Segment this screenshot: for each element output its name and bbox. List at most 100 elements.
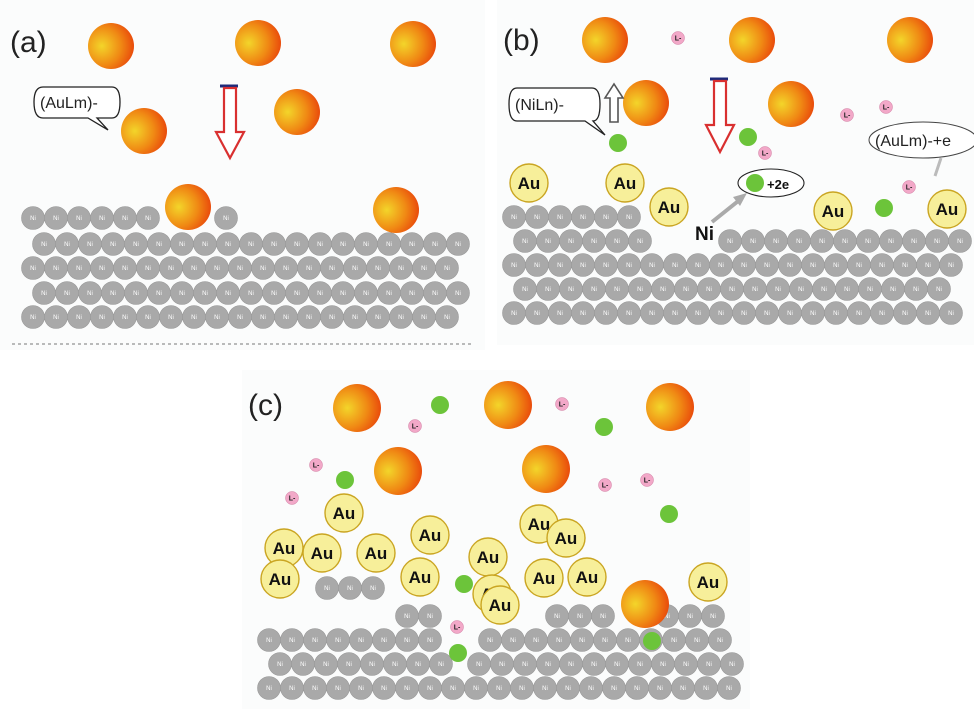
svg-text:Ni: Ni <box>695 263 701 269</box>
gold-complexes <box>88 20 436 233</box>
svg-text:Ni: Ni <box>375 315 381 321</box>
svg-text:Ni: Ni <box>358 638 364 644</box>
svg-text:Ni: Ni <box>179 291 185 297</box>
svg-text:Ni: Ni <box>133 291 139 297</box>
svg-text:Ni: Ni <box>902 311 908 317</box>
nickel-atom: Ni <box>881 277 905 301</box>
nickel-atom: Ni <box>446 232 470 256</box>
svg-text:Ni: Ni <box>398 315 404 321</box>
svg-text:Ni: Ni <box>289 686 295 692</box>
svg-text:Ni: Ni <box>542 686 548 692</box>
svg-text:Ni: Ni <box>99 266 105 272</box>
nickel-atom: Ni <box>147 232 171 256</box>
svg-text:Ni: Ni <box>614 287 620 293</box>
nickel-atom: Ni <box>147 281 171 305</box>
gold-atom: Au <box>546 518 586 558</box>
gold-complex <box>274 89 320 135</box>
svg-text:Ni: Ni <box>934 239 940 245</box>
svg-text:Ni: Ni <box>683 662 689 668</box>
svg-text:Ni: Ni <box>53 315 59 321</box>
svg-text:L-: L- <box>844 113 851 120</box>
svg-text:Ni: Ni <box>600 614 606 620</box>
nickel-atom: Ni <box>216 281 240 305</box>
nickel-atom: Ni <box>285 281 309 305</box>
nickel-atom: Ni <box>525 205 549 229</box>
gold-atom: Au <box>524 558 564 598</box>
nickel-atom: Ni <box>547 628 571 652</box>
svg-text:Ni: Ni <box>294 291 300 297</box>
nickel-atom: Ni <box>395 676 419 700</box>
nickel-atom: Ni <box>490 652 514 676</box>
nickel-atom: Ni <box>423 281 447 305</box>
electron-bubble: +2e <box>737 168 805 198</box>
svg-text:Ni: Ni <box>750 239 756 245</box>
svg-text:Ni: Ni <box>386 291 392 297</box>
svg-text:Ni: Ni <box>545 287 551 293</box>
nickel-atom: Ni <box>501 628 525 652</box>
gold-complex <box>333 384 381 432</box>
svg-text:Ni: Ni <box>323 662 329 668</box>
svg-text:Ni: Ni <box>957 239 963 245</box>
nickel-atom: Ni <box>902 229 926 253</box>
nickel-atom: Ni <box>205 305 229 329</box>
nickel-atom: Ni <box>766 277 790 301</box>
nickel-atom: Ni <box>182 305 206 329</box>
bubble-left-text: (NiLn)- <box>515 97 564 114</box>
gold-complex <box>729 17 775 63</box>
nickel-atom: Ni <box>893 253 917 277</box>
svg-text:Ni: Ni <box>289 638 295 644</box>
nickel-atom: Ni <box>113 206 137 230</box>
nickel-atom: Ni <box>640 253 664 277</box>
svg-text:Ni: Ni <box>580 215 586 221</box>
nickel-atom: Ni <box>44 256 68 280</box>
nickel-atom: Ni <box>663 301 687 325</box>
nickel-atom: Ni <box>662 628 686 652</box>
svg-text:Ni: Ni <box>317 291 323 297</box>
nickel-atom: Ni <box>360 652 384 676</box>
nickel-atom: Ni <box>182 256 206 280</box>
svg-text:Ni: Ni <box>294 242 300 248</box>
nickel-atom: Ni <box>257 628 281 652</box>
svg-text:Ni: Ni <box>556 638 562 644</box>
nickel-atom: Ni <box>717 676 741 700</box>
svg-text:Ni: Ni <box>821 287 827 293</box>
nickel-atom: Ni <box>314 652 338 676</box>
nickel-atom: Ni <box>55 232 79 256</box>
svg-text:Ni: Ni <box>902 263 908 269</box>
svg-text:Ni: Ni <box>557 311 563 317</box>
nickel-atom: Ni <box>732 253 756 277</box>
nickel-atom: Ni <box>67 206 91 230</box>
nickel-atom: Ni <box>625 676 649 700</box>
nickel-atom: Ni <box>525 301 549 325</box>
nickel-atom: Ni <box>349 676 373 700</box>
nickel-atom: Ni <box>708 628 732 652</box>
svg-text:Au: Au <box>822 202 845 221</box>
speech-bubble: (AuLm)- <box>33 86 121 131</box>
svg-text:Ni: Ni <box>487 638 493 644</box>
nickel-atom: Ni <box>44 305 68 329</box>
svg-text:Ni: Ni <box>522 287 528 293</box>
nickel-atom: Ni <box>743 277 767 301</box>
nickel-atom: Ni <box>354 232 378 256</box>
svg-text:Ni: Ni <box>53 216 59 222</box>
nickel-atom: Ni <box>870 253 894 277</box>
nickel-atom: Ni <box>513 652 537 676</box>
nickel-atom: Ni <box>835 277 859 301</box>
svg-text:Au: Au <box>936 200 959 219</box>
svg-text:Ni: Ni <box>842 239 848 245</box>
svg-text:Ni: Ni <box>352 315 358 321</box>
ni-pointer-arrow: Ni <box>695 193 747 245</box>
nickel-atom: Ni <box>617 205 641 229</box>
nickel-atom: Ni <box>320 256 344 280</box>
svg-text:Au: Au <box>528 515 551 534</box>
gold-atom: Au <box>260 559 300 599</box>
svg-text:Ni: Ni <box>363 242 369 248</box>
nickel-atom: Ni <box>674 277 698 301</box>
svg-text:Ni: Ni <box>404 638 410 644</box>
nickel-atom: Ni <box>570 628 594 652</box>
svg-text:Au: Au <box>419 526 442 545</box>
svg-text:Ni: Ni <box>283 266 289 272</box>
svg-text:Ni: Ni <box>432 291 438 297</box>
nickel-atom: Ni <box>464 676 488 700</box>
